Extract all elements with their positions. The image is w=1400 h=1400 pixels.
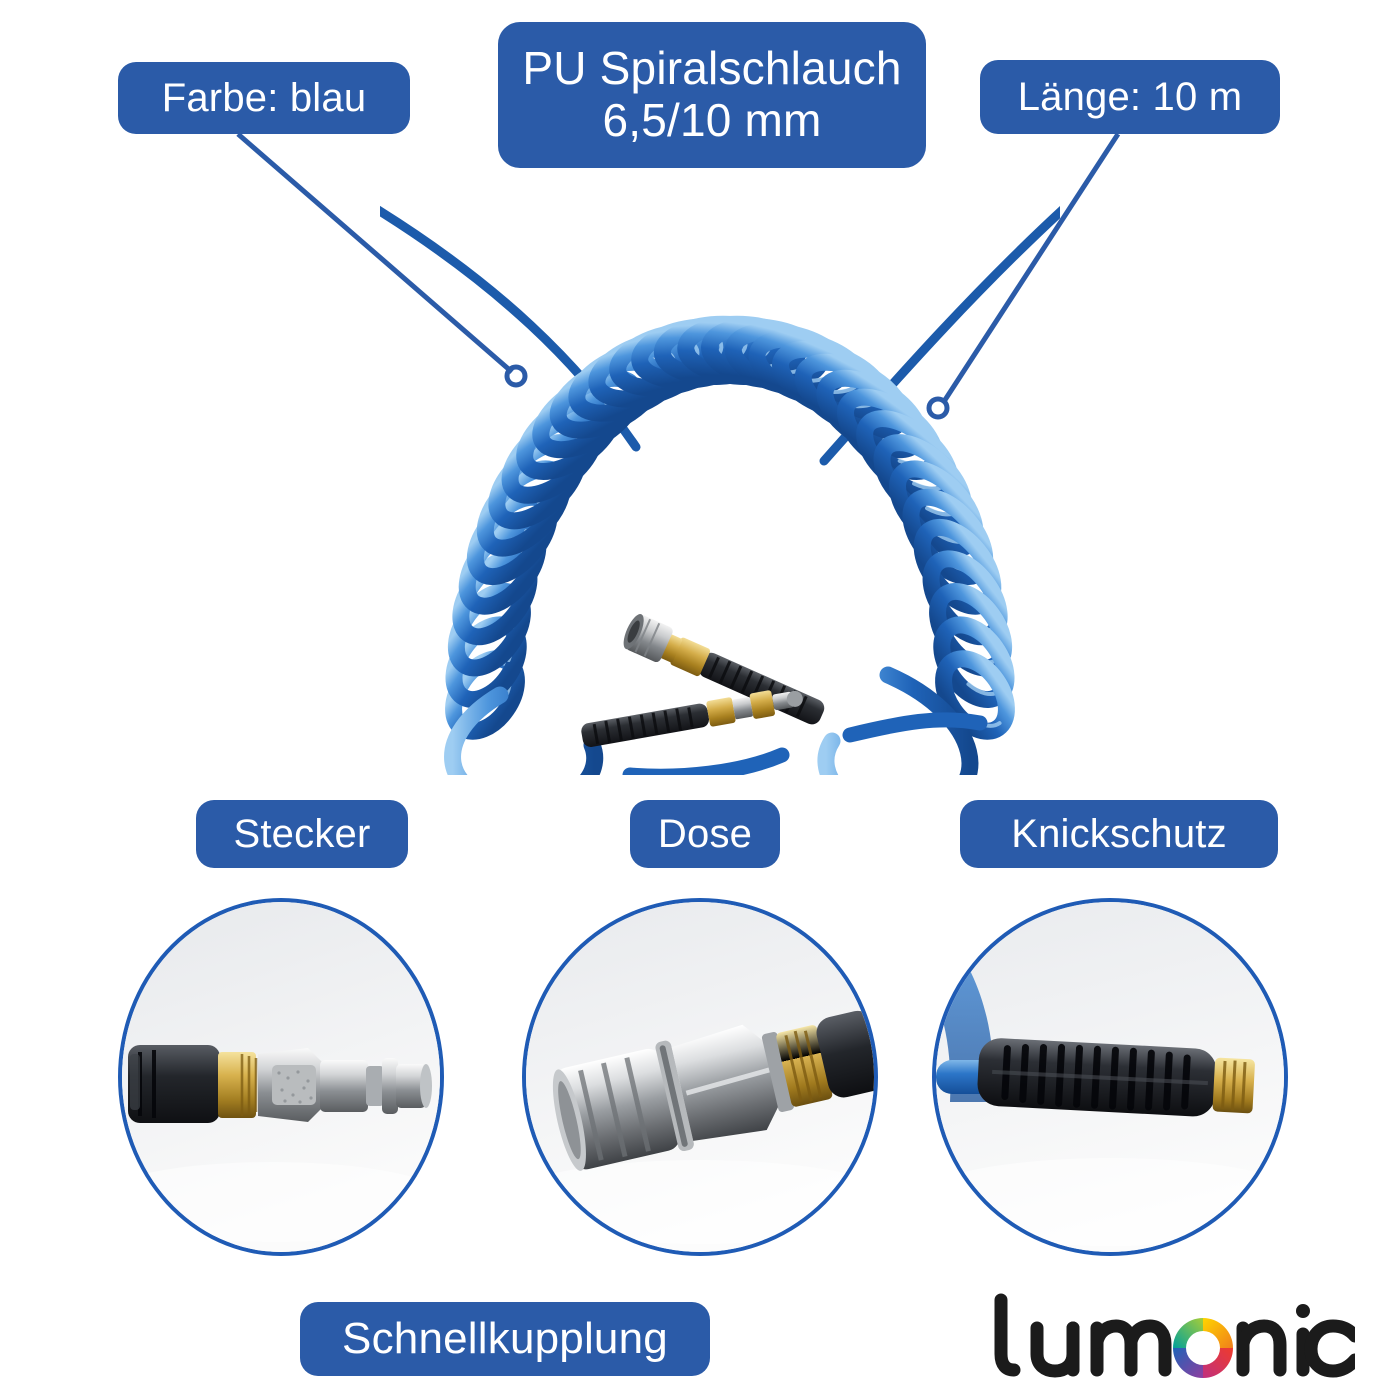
detail-image-knickschutz (932, 898, 1288, 1256)
detail-badge-stecker: Stecker (196, 800, 408, 868)
logo-i-dot (1296, 1304, 1310, 1318)
coiled-hose-illustration (365, 198, 1075, 820)
callout-badge-color: Farbe: blau (118, 62, 410, 134)
callout-badge-title: PU Spiralschlauch 6,5/10 mm (498, 22, 926, 168)
callout-badge-length: Länge: 10 m (980, 60, 1280, 134)
detail-image-dose (522, 898, 878, 1256)
dose-illustration (526, 902, 874, 1252)
brand-logo (985, 1292, 1355, 1396)
knickschutz-illustration (936, 902, 1284, 1252)
footer-badge-schnellkupplung: Schnellkupplung (300, 1302, 710, 1376)
detail-badge-dose: Dose (630, 800, 780, 868)
detail-badge-knickschutz: Knickschutz (960, 800, 1278, 868)
lumonic-logo-mark (994, 1293, 1355, 1378)
stecker-illustration (122, 902, 440, 1252)
hero-product-image (365, 175, 1075, 820)
detail-image-stecker (118, 898, 444, 1256)
